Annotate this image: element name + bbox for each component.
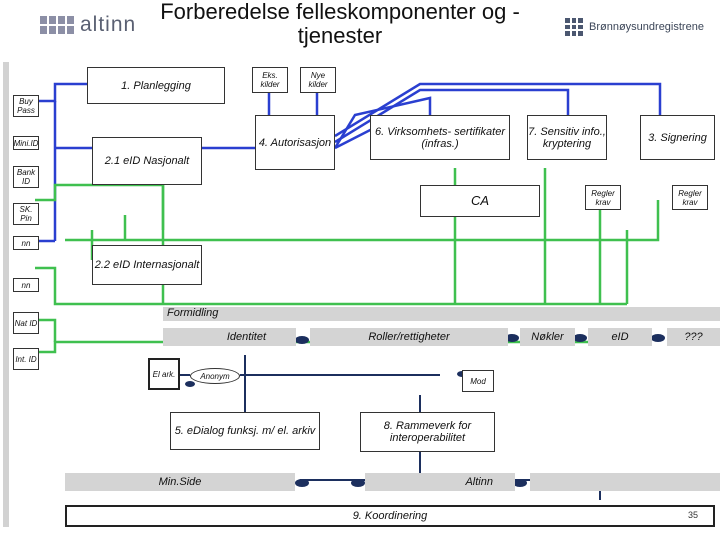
box-eks-kilder: Eks. kilder [252, 67, 288, 93]
box-el-ark: El ark. [148, 358, 180, 390]
side-sk-pin: SK. Pin [13, 203, 39, 225]
box-sensitiv-info: 7. Sensitiv info., kryptering [527, 115, 607, 160]
bar-altinn-right [530, 473, 720, 491]
side-buy-pass: Buy Pass [13, 95, 39, 117]
box-virksomhetssertifikater: 6. Virksomhets- sertifikater (infras.) [370, 115, 510, 160]
brreg-logo-text: Brønnøysundregistrene [589, 21, 704, 33]
side-nn-2: nn [13, 278, 39, 292]
altinn-logo-text: altinn [80, 13, 137, 36]
bar-unknown-label: ??? [684, 331, 703, 343]
brreg-logo-icon [565, 18, 583, 36]
side-bank-id: Bank ID [13, 166, 39, 188]
bar-eid-label: eID [611, 331, 629, 343]
box-ca: CA [420, 185, 540, 217]
bar-eid: eID [588, 328, 652, 346]
box-nye-kilder: Nye kilder [300, 67, 336, 93]
side-nat-id: Nat ID [13, 312, 39, 334]
box-autorisasjon: 4. Autorisasjon [255, 115, 335, 170]
box-rammeverk: 8. Rammeverk for interoperabilitet [360, 412, 495, 452]
altinn-logo-icon [40, 16, 74, 34]
box-planlegging: 1. Planlegging [87, 67, 225, 104]
bar-unknown: ??? [667, 328, 720, 346]
bar-formidling-label: Formidling [167, 307, 219, 319]
box-koordinering: 9. Koordinering [65, 505, 715, 527]
box-mod: Mod [462, 370, 494, 392]
bar-minside-label: Min.Side [158, 476, 202, 488]
box-regler-krav-2: Regler krav [672, 185, 708, 210]
box-edialog: 5. eDialog funksj. m/ el. arkiv [170, 412, 320, 450]
side-mini-id: Mini.ID [13, 136, 39, 150]
bar-nokler-label: Nøkler [531, 331, 564, 343]
bar-identitet-label: Identitet [226, 331, 266, 343]
page-number: 35 [688, 510, 699, 520]
brreg-logo: Brønnøysundregistrene [565, 18, 704, 36]
side-nn-1: nn [13, 236, 39, 250]
side-int-id: Int. ID [13, 348, 39, 370]
box-signering: 3. Signering [640, 115, 715, 160]
ellipse-anonym: Anonym [190, 368, 240, 384]
bar-altinn-label: Altinn [465, 476, 493, 488]
box-eid-nasjonalt: 2.1 eID Nasjonalt [92, 137, 202, 185]
bar-identitet: Identitet [163, 328, 296, 346]
blue-wires [26, 82, 662, 243]
bar-roller-rettigheter: Roller/rettigheter [310, 328, 508, 346]
bar-nokler: Nøkler [520, 328, 575, 346]
bar-altinn: Altinn [365, 473, 515, 491]
page-title: Forberedelse felleskomponenter og - tjen… [160, 0, 520, 48]
connector-nodes [185, 334, 665, 487]
altinn-logo: altinn [40, 13, 137, 36]
bar-formidling: Formidling [163, 307, 720, 321]
box-eid-internasjonalt: 2.2 eID Internasjonalt [92, 245, 202, 285]
bar-roller-label: Roller/rettigheter [368, 331, 450, 343]
box-regler-krav-1: Regler krav [585, 185, 621, 210]
bar-minside: Min.Side [65, 473, 295, 491]
left-sidebar-strip [3, 62, 9, 527]
